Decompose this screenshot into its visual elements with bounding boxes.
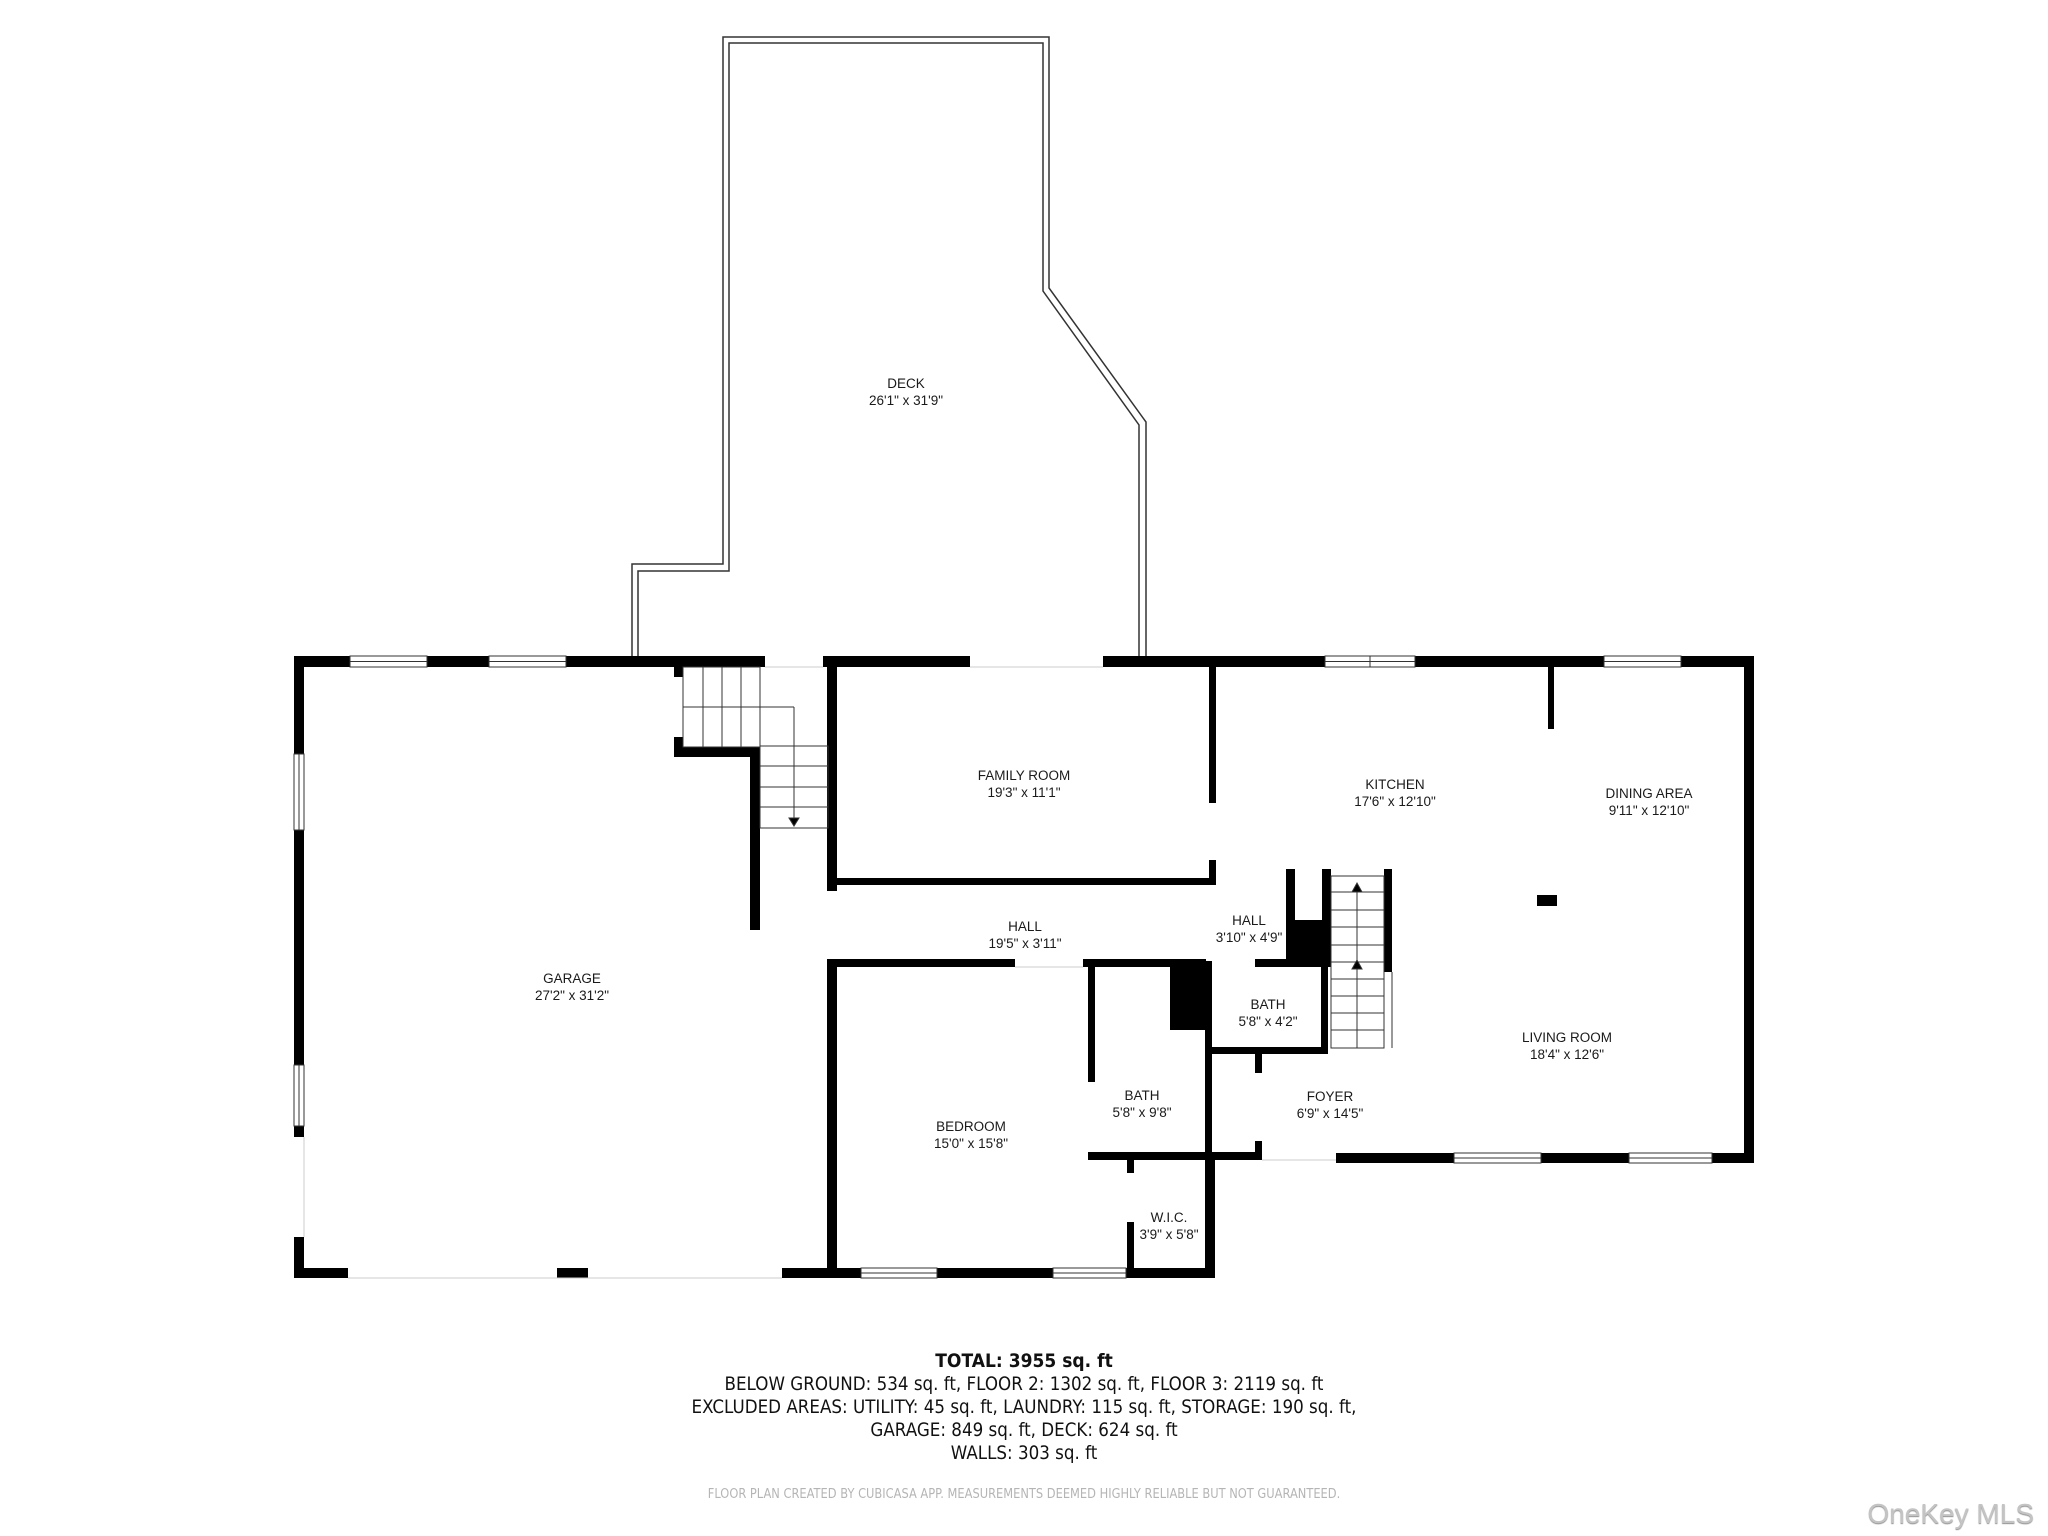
room-dimensions: 5'8" x 4'2" bbox=[1238, 1014, 1298, 1029]
room-name: HALL bbox=[1008, 919, 1042, 934]
room-dimensions: 17'6" x 12'10" bbox=[1354, 794, 1436, 809]
room-dimensions: 26'1" x 31'9" bbox=[868, 393, 944, 408]
room-name: W.I.C. bbox=[1150, 1210, 1188, 1225]
room-dimensions: 3'9" x 5'8" bbox=[1139, 1227, 1199, 1242]
room-name: HALL bbox=[1232, 913, 1266, 928]
room-name: GARAGE bbox=[543, 971, 601, 986]
room-label-kitchen: KITCHEN 17'6" x 12'10" bbox=[1354, 776, 1436, 810]
room-label-wic: W.I.C. 3'9" x 5'8" bbox=[1139, 1209, 1198, 1243]
room-dimensions: 3'10" x 4'9" bbox=[1215, 930, 1283, 945]
room-label-foyer: FOYER 6'9" x 14'5" bbox=[1297, 1088, 1364, 1122]
watermark-logo: OneKey MLS bbox=[1867, 1498, 2034, 1529]
room-dimensions: 15'0" x 15'8" bbox=[933, 1136, 1009, 1151]
room-label-hall-small: HALL 3'10" x 4'9" bbox=[1216, 912, 1283, 946]
room-label-hall-long: HALL 19'5" x 3'11" bbox=[988, 918, 1061, 952]
stairs-main bbox=[1330, 875, 1393, 1049]
room-dimensions: 18'4" x 12'6" bbox=[1529, 1047, 1605, 1062]
room-name: LIVING ROOM bbox=[1521, 1030, 1613, 1045]
room-name: BATH bbox=[1124, 1088, 1160, 1103]
room-label-bath-small: BATH 5'8" x 4'2" bbox=[1238, 996, 1297, 1030]
room-name: DECK bbox=[887, 376, 925, 391]
room-name: KITCHEN bbox=[1365, 777, 1425, 792]
room-label-deck: DECK 26'1" x 31'9" bbox=[869, 375, 943, 409]
room-dimensions: 6'9" x 14'5" bbox=[1296, 1106, 1364, 1121]
room-name: BEDROOM bbox=[936, 1119, 1006, 1134]
room-label-living-room: LIVING ROOM 18'4" x 12'6" bbox=[1522, 1029, 1612, 1063]
disclaimer: FLOOR PLAN CREATED BY CUBICASA APP. MEAS… bbox=[707, 1487, 1341, 1502]
total-area: TOTAL: 3955 sq. ft bbox=[935, 1350, 1113, 1372]
walls bbox=[294, 656, 1754, 1278]
openings bbox=[303, 666, 1336, 1279]
room-name: FOYER bbox=[1306, 1089, 1354, 1104]
room-label-family-room: FAMILY ROOM 19'3" x 11'1" bbox=[978, 767, 1071, 801]
deck-outline bbox=[631, 36, 1147, 656]
room-label-bedroom: BEDROOM 15'0" x 15'8" bbox=[934, 1118, 1008, 1152]
room-name: DINING AREA bbox=[1605, 786, 1693, 801]
room-dimensions: 5'8" x 9'8" bbox=[1112, 1105, 1172, 1120]
room-dimensions: 9'11" x 12'10" bbox=[1608, 803, 1690, 818]
room-dimensions: 19'5" x 3'11" bbox=[988, 936, 1062, 951]
area-summary: TOTAL: 3955 sq. ft BELOW GROUND: 534 sq.… bbox=[0, 1350, 2048, 1465]
stairs-garage bbox=[682, 666, 829, 829]
room-label-garage: GARAGE 27'2" x 31'2" bbox=[535, 970, 609, 1004]
room-dimensions: 19'3" x 11'1" bbox=[987, 785, 1061, 800]
summary-line-walls: WALLS: 303 sq. ft bbox=[950, 1442, 1098, 1464]
room-name: BATH bbox=[1250, 997, 1286, 1012]
room-label-dining-area: DINING AREA 9'11" x 12'10" bbox=[1605, 785, 1692, 819]
summary-line-garage-deck: GARAGE: 849 sq. ft, DECK: 624 sq. ft bbox=[870, 1419, 1178, 1441]
room-name: FAMILY ROOM bbox=[977, 768, 1071, 783]
summary-line-excluded: EXCLUDED AREAS: UTILITY: 45 sq. ft, LAUN… bbox=[691, 1396, 1357, 1418]
windows bbox=[293, 655, 1713, 1279]
room-dimensions: 27'2" x 31'2" bbox=[534, 988, 610, 1003]
room-label-bath-large: BATH 5'8" x 9'8" bbox=[1112, 1087, 1171, 1121]
summary-line-floors: BELOW GROUND: 534 sq. ft, FLOOR 2: 1302 … bbox=[724, 1373, 1324, 1395]
